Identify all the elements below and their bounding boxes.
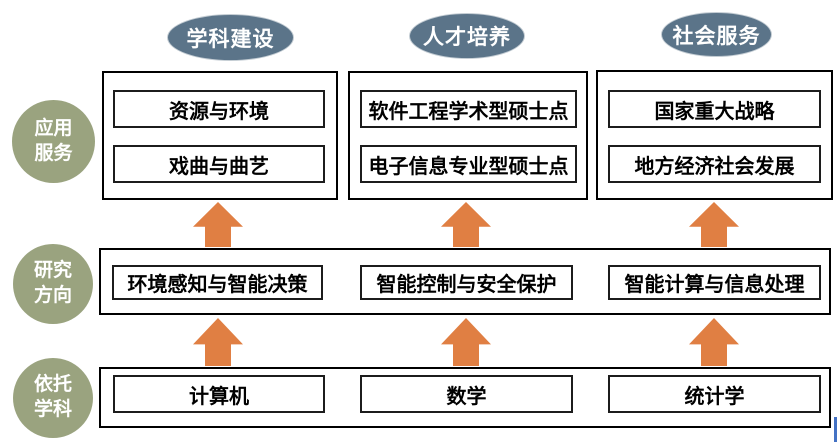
item-computer-science: 计算机 (113, 375, 325, 413)
item-opera-quyi: 戏曲与曲艺 (113, 145, 325, 183)
circle-supporting-discipline: 依托 学科 (13, 358, 93, 438)
item-regional-economy-development: 地方经济社会发展 (608, 145, 821, 183)
text-cursor (834, 417, 837, 442)
circle-application-service: 应用 服务 (12, 100, 95, 183)
up-arrow-icon (689, 318, 739, 366)
up-arrow-icon (441, 318, 491, 366)
item-electronic-information-masters: 电子信息专业型硕士点 (360, 145, 577, 183)
item-software-engineering-masters: 软件工程学术型硕士点 (360, 90, 577, 128)
item-intelligent-control-security: 智能控制与安全保护 (360, 265, 573, 300)
up-arrow-icon (193, 202, 243, 247)
oval-discipline-construction: 学科建设 (167, 14, 294, 61)
oval-social-service: 社会服务 (661, 12, 772, 57)
item-national-strategy: 国家重大战略 (608, 90, 821, 128)
oval-talent-cultivation: 人才培养 (409, 13, 525, 59)
circle-research-direction: 研究 方向 (13, 244, 93, 324)
item-environment-perception-decision: 环境感知与智能决策 (112, 265, 323, 300)
item-mathematics: 数学 (360, 375, 573, 413)
item-resources-environment: 资源与环境 (113, 90, 325, 128)
up-arrow-icon (193, 318, 243, 366)
up-arrow-icon (689, 202, 739, 247)
item-statistics: 统计学 (608, 375, 821, 413)
up-arrow-icon (441, 202, 491, 247)
item-intelligent-computing-information: 智能计算与信息处理 (608, 265, 821, 300)
